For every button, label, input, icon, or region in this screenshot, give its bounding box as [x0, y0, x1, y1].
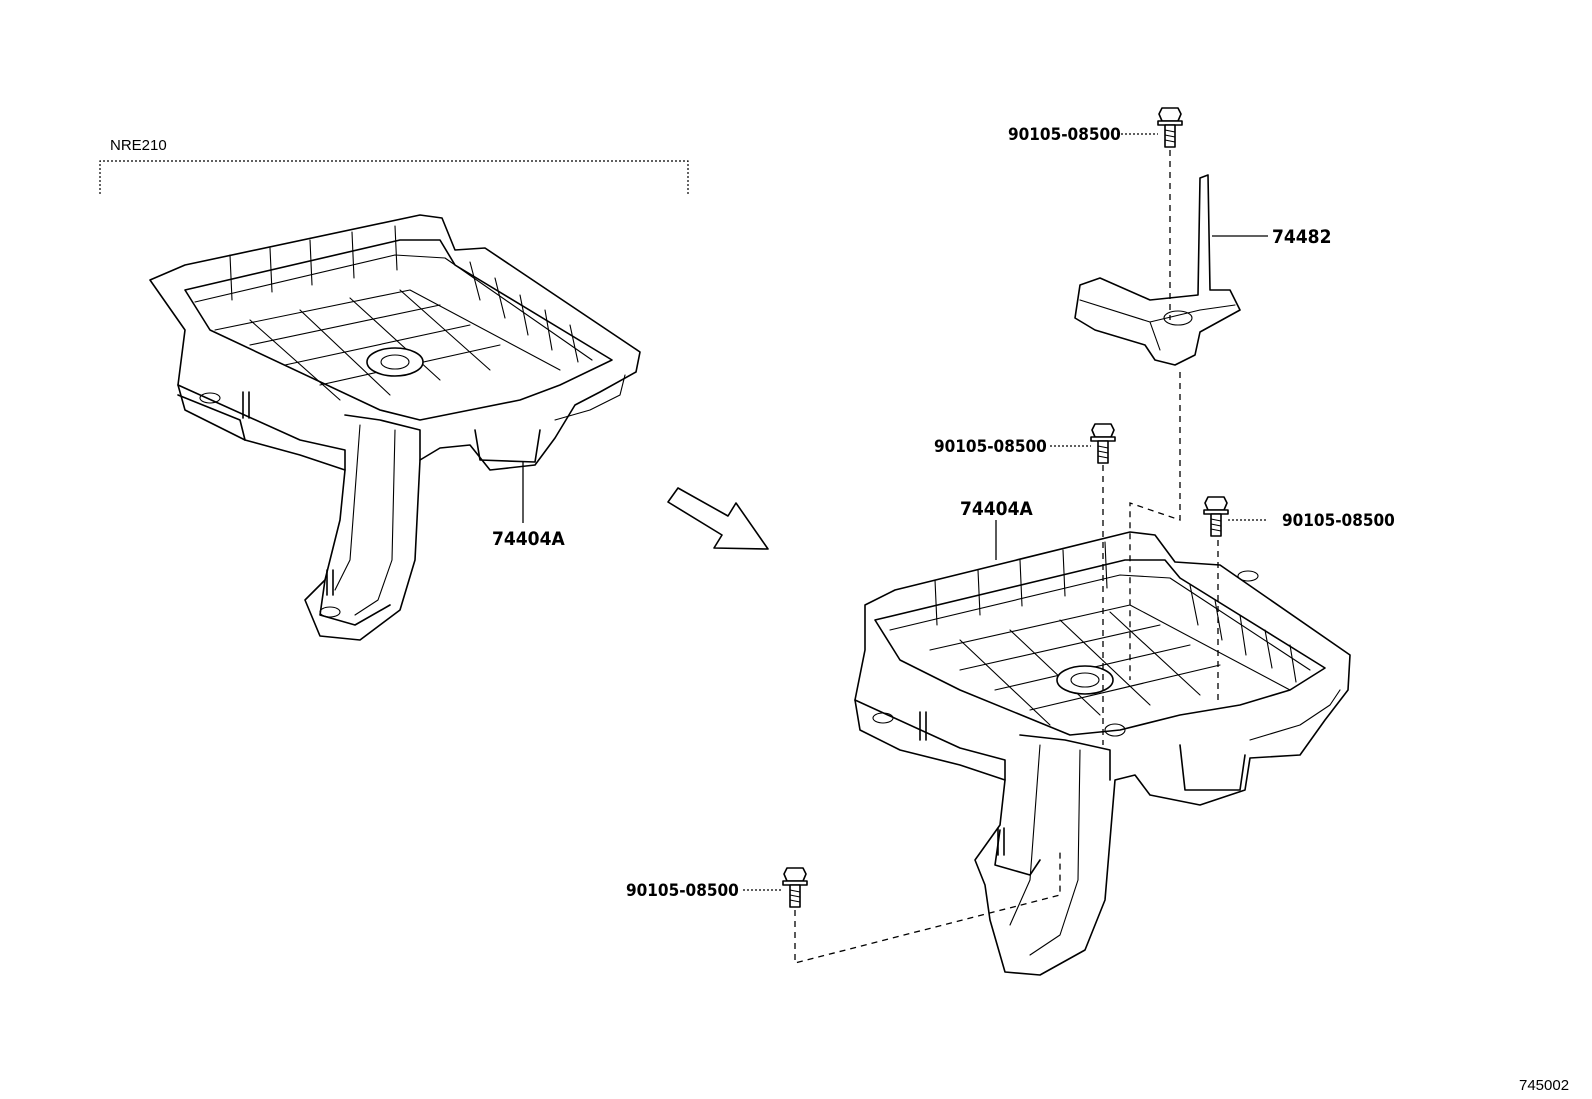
- assembly-lines: [794, 150, 1219, 964]
- part-number-74404A-left: 74404A: [492, 528, 565, 550]
- part-number-bolt-top: 90105-08500: [1008, 125, 1121, 145]
- arrow-right-down-icon: [667, 487, 769, 550]
- flange-bolt-icon: [1157, 107, 1183, 148]
- callout-clamp: 74482: [1212, 226, 1331, 248]
- callout-tray-right: 74404A: [960, 498, 1033, 560]
- part-number-bolt-mid-right: 90105-08500: [1282, 511, 1395, 531]
- battery-tray-right: [854, 531, 1351, 976]
- part-number-74404A-right: 74404A: [960, 498, 1033, 520]
- callout-bolt-bottom: 90105-08500: [626, 881, 783, 901]
- part-number-bolt-mid-left: 90105-08500: [934, 437, 1047, 457]
- part-number-bolt-bottom: 90105-08500: [626, 881, 739, 901]
- variant-label: NRE210: [110, 137, 167, 154]
- callout-bolt-mid-right: 90105-08500: [1228, 511, 1395, 531]
- flange-bolt-icon: [1090, 423, 1116, 464]
- callout-tray-left: 74404A: [492, 462, 565, 550]
- variant-bracket: NRE210: [99, 137, 689, 194]
- diagram-reference: 745002: [1519, 1077, 1569, 1094]
- callout-bolt-mid-left: 90105-08500: [934, 437, 1091, 457]
- part-number-74482: 74482: [1272, 226, 1331, 248]
- battery-clamp: [1074, 174, 1241, 366]
- flange-bolt-icon: [1203, 496, 1229, 537]
- callout-bolt-top: 90105-08500: [1008, 125, 1158, 145]
- flange-bolt-icon: [782, 867, 808, 908]
- battery-tray-left: [149, 214, 641, 641]
